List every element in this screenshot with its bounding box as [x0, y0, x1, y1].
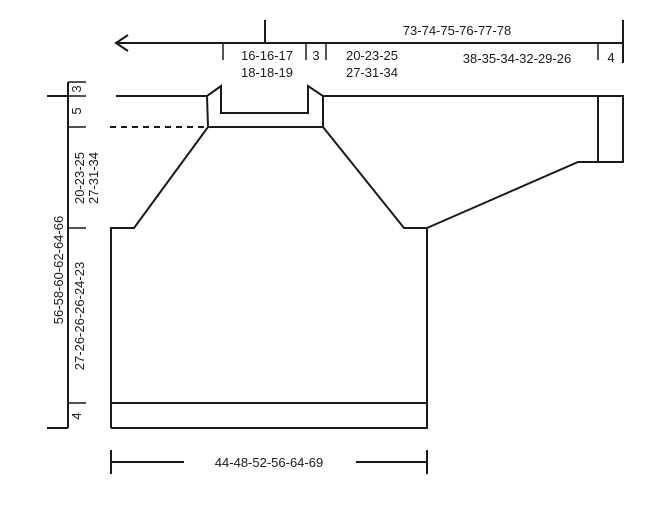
neck-depth-label: 5 — [69, 107, 84, 114]
raglan-height-label-2: 27-31-34 — [86, 152, 101, 204]
sleeve-length-label: 38-35-34-32-29-26 — [463, 51, 571, 66]
rib-height-label: 4 — [69, 412, 84, 419]
total-height-label: 56-58-60-62-64-66 — [51, 216, 66, 324]
raglan-width-label: 20-23-25 — [346, 48, 398, 63]
top-dimension-line — [114, 20, 624, 63]
left-dimension-line — [47, 81, 86, 429]
raglan-width-label-2: 27-31-34 — [346, 65, 398, 80]
body-width-label: 44-48-52-56-64-69 — [215, 455, 323, 470]
bottom-dimension-line — [110, 450, 428, 474]
raglan-height-label: 20-23-25 — [72, 152, 87, 204]
total-width-label: 73-74-75-76-77-78 — [403, 23, 511, 38]
neck-half-label-2: 18-18-19 — [241, 65, 293, 80]
neck-half-label: 16-16-17 — [241, 48, 293, 63]
neck-top-label: 3 — [69, 85, 84, 92]
neck-edge-label: 3 — [312, 48, 319, 63]
body-height-label: 27-26-26-26-24-23 — [72, 262, 87, 370]
garment-outline — [110, 84, 624, 429]
cuff-label: 4 — [607, 50, 614, 65]
